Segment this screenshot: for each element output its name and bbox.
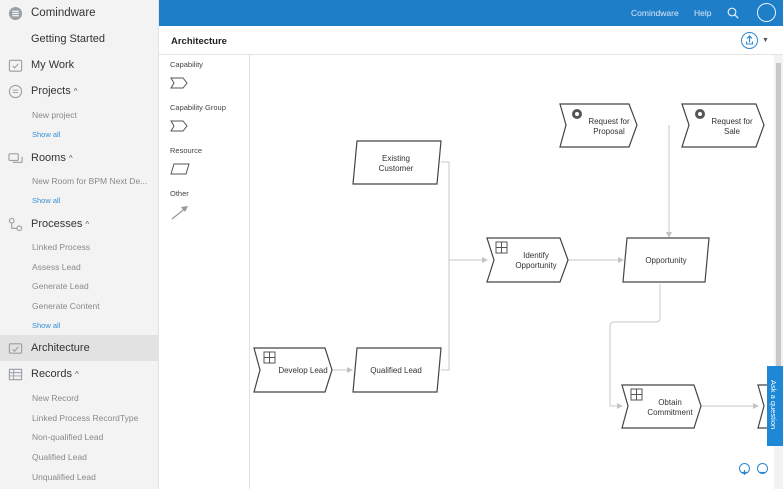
header-divider xyxy=(159,54,783,55)
node-label: Develop Lead xyxy=(278,366,327,375)
menu-icon[interactable] xyxy=(8,6,23,21)
node-label: Opportunity xyxy=(645,256,686,265)
top-bar xyxy=(159,0,783,26)
sidebar-item-label: My Work xyxy=(31,59,75,71)
sidebar-subitem-process[interactable]: Assess Lead xyxy=(32,262,81,272)
node-obtain-commitment[interactable]: Obtain Commitment xyxy=(621,384,702,429)
node-label: Existing xyxy=(382,154,410,163)
connector xyxy=(441,161,488,263)
sidebar-item-label: Getting Started xyxy=(31,33,105,45)
palette-label-other: Other xyxy=(170,189,189,198)
sidebar-subitem-record[interactable]: Linked Process RecordType xyxy=(32,413,139,423)
node-label: Obtain xyxy=(658,398,682,407)
resource-shape[interactable] xyxy=(170,163,190,175)
node-label: Opportunity xyxy=(515,261,556,270)
node-label: Request for xyxy=(711,117,753,126)
node-label: Commitment xyxy=(647,408,693,417)
chat-rooms-icon xyxy=(8,153,23,163)
scrollbar-thumb[interactable] xyxy=(776,63,781,423)
node-request-for-sale[interactable]: Request for Sale xyxy=(681,103,765,148)
palette-label-capability-group: Capability Group xyxy=(170,103,226,112)
node-label: Sale xyxy=(724,127,741,136)
capability-shape[interactable] xyxy=(170,77,188,89)
node-label: Proposal xyxy=(593,127,625,136)
node-opportunity[interactable]: Opportunity xyxy=(622,237,710,283)
zoom-in-button[interactable] xyxy=(739,463,750,475)
node-label: Customer xyxy=(379,164,414,173)
plus-icon xyxy=(742,470,747,475)
sidebar-subitem-record[interactable]: New Record xyxy=(32,393,79,403)
sidebar-item-records[interactable]: Records^ xyxy=(0,361,158,387)
capability-group-shape[interactable] xyxy=(170,120,188,132)
sidebar-item-label: Processes^ xyxy=(31,218,90,230)
sidebar-item-rooms[interactable]: Rooms^ xyxy=(0,145,158,171)
process-icon xyxy=(8,217,23,232)
sidebar-subitem-record[interactable]: Non-qualified Lead xyxy=(32,432,104,442)
sidebar-subitem-record[interactable]: Qualified Lead xyxy=(32,452,87,462)
node-label: Qualified Lead xyxy=(370,366,422,375)
connector xyxy=(441,260,450,371)
sidebar-item-label: Records^ xyxy=(31,368,79,380)
architecture-icon xyxy=(8,343,23,354)
processes-show-all-link[interactable]: Show all xyxy=(32,321,61,330)
node-request-for-proposal[interactable]: Request for Proposal xyxy=(559,103,638,148)
chevron-down-icon[interactable]: ▼ xyxy=(762,37,769,44)
connectors xyxy=(332,125,759,409)
projects-show-all-link[interactable]: Show all xyxy=(32,130,61,139)
page-title: Architecture xyxy=(171,36,227,47)
sidebar-subitem-new-project[interactable]: New project xyxy=(32,110,77,120)
diagram-canvas[interactable]: Existing Customer Request for Proposal R… xyxy=(251,55,773,489)
connector-arrow-shape[interactable] xyxy=(170,204,190,220)
projects-icon xyxy=(8,84,23,99)
sidebar-item-label: Rooms^ xyxy=(31,152,73,164)
node-identify-opportunity[interactable]: Identify Opportunity xyxy=(486,237,569,283)
node-label: Request for xyxy=(588,117,630,126)
zoom-out-button[interactable] xyxy=(757,463,768,474)
brand-name: Comindware xyxy=(31,7,96,19)
rooms-show-all-link[interactable]: Show all xyxy=(32,196,61,205)
share-button[interactable] xyxy=(741,32,758,49)
palette-label-resource: Resource xyxy=(170,146,203,155)
sidebar-brand[interactable]: Comindware xyxy=(0,0,158,26)
ask-question-label: Ask a question xyxy=(769,380,778,430)
chevron-up-icon[interactable]: ^ xyxy=(73,87,78,96)
help-link[interactable]: Help xyxy=(694,8,712,18)
palette-label-capability: Capability xyxy=(170,60,203,69)
sidebar-item-processes[interactable]: Processes^ xyxy=(0,211,158,237)
node-label: Identify xyxy=(523,251,549,260)
sidebar-subitem-process[interactable]: Generate Content xyxy=(32,301,100,311)
sidebar: Comindware Getting Started My Work Proje… xyxy=(0,0,159,489)
sidebar-item-getting-started[interactable]: Getting Started xyxy=(0,26,158,52)
sidebar-subitem-room[interactable]: New Room for BPM Next De... xyxy=(32,176,148,186)
upload-icon xyxy=(745,35,754,45)
sidebar-subitem-record[interactable]: Unqualified Lead xyxy=(32,472,96,482)
avatar[interactable] xyxy=(757,3,776,22)
connector xyxy=(609,284,661,409)
sidebar-item-label: Projects^ xyxy=(31,85,78,97)
sidebar-subitem-process[interactable]: Linked Process xyxy=(32,242,91,252)
node-qualified-lead[interactable]: Qualified Lead xyxy=(352,347,442,393)
table-icon xyxy=(8,368,23,381)
search-icon[interactable] xyxy=(727,7,739,19)
sidebar-item-label: Architecture xyxy=(31,342,90,354)
ask-question-tab[interactable]: Ask a question xyxy=(767,366,783,446)
chevron-up-icon[interactable]: ^ xyxy=(68,154,73,163)
calendar-check-icon xyxy=(8,59,23,72)
sidebar-item-my-work[interactable]: My Work xyxy=(0,52,158,78)
node-existing-customer[interactable]: Existing Customer xyxy=(352,140,442,185)
topbar-company-link[interactable]: Comindware xyxy=(631,8,679,18)
sidebar-item-projects[interactable]: Projects^ xyxy=(0,78,158,104)
chevron-up-icon[interactable]: ^ xyxy=(74,370,79,379)
sidebar-item-architecture[interactable]: Architecture xyxy=(0,335,158,361)
minus-icon xyxy=(760,471,765,474)
chevron-up-icon[interactable]: ^ xyxy=(85,220,90,229)
sidebar-subitem-process[interactable]: Generate Lead xyxy=(32,281,89,291)
node-develop-lead[interactable]: Develop Lead xyxy=(253,347,333,393)
